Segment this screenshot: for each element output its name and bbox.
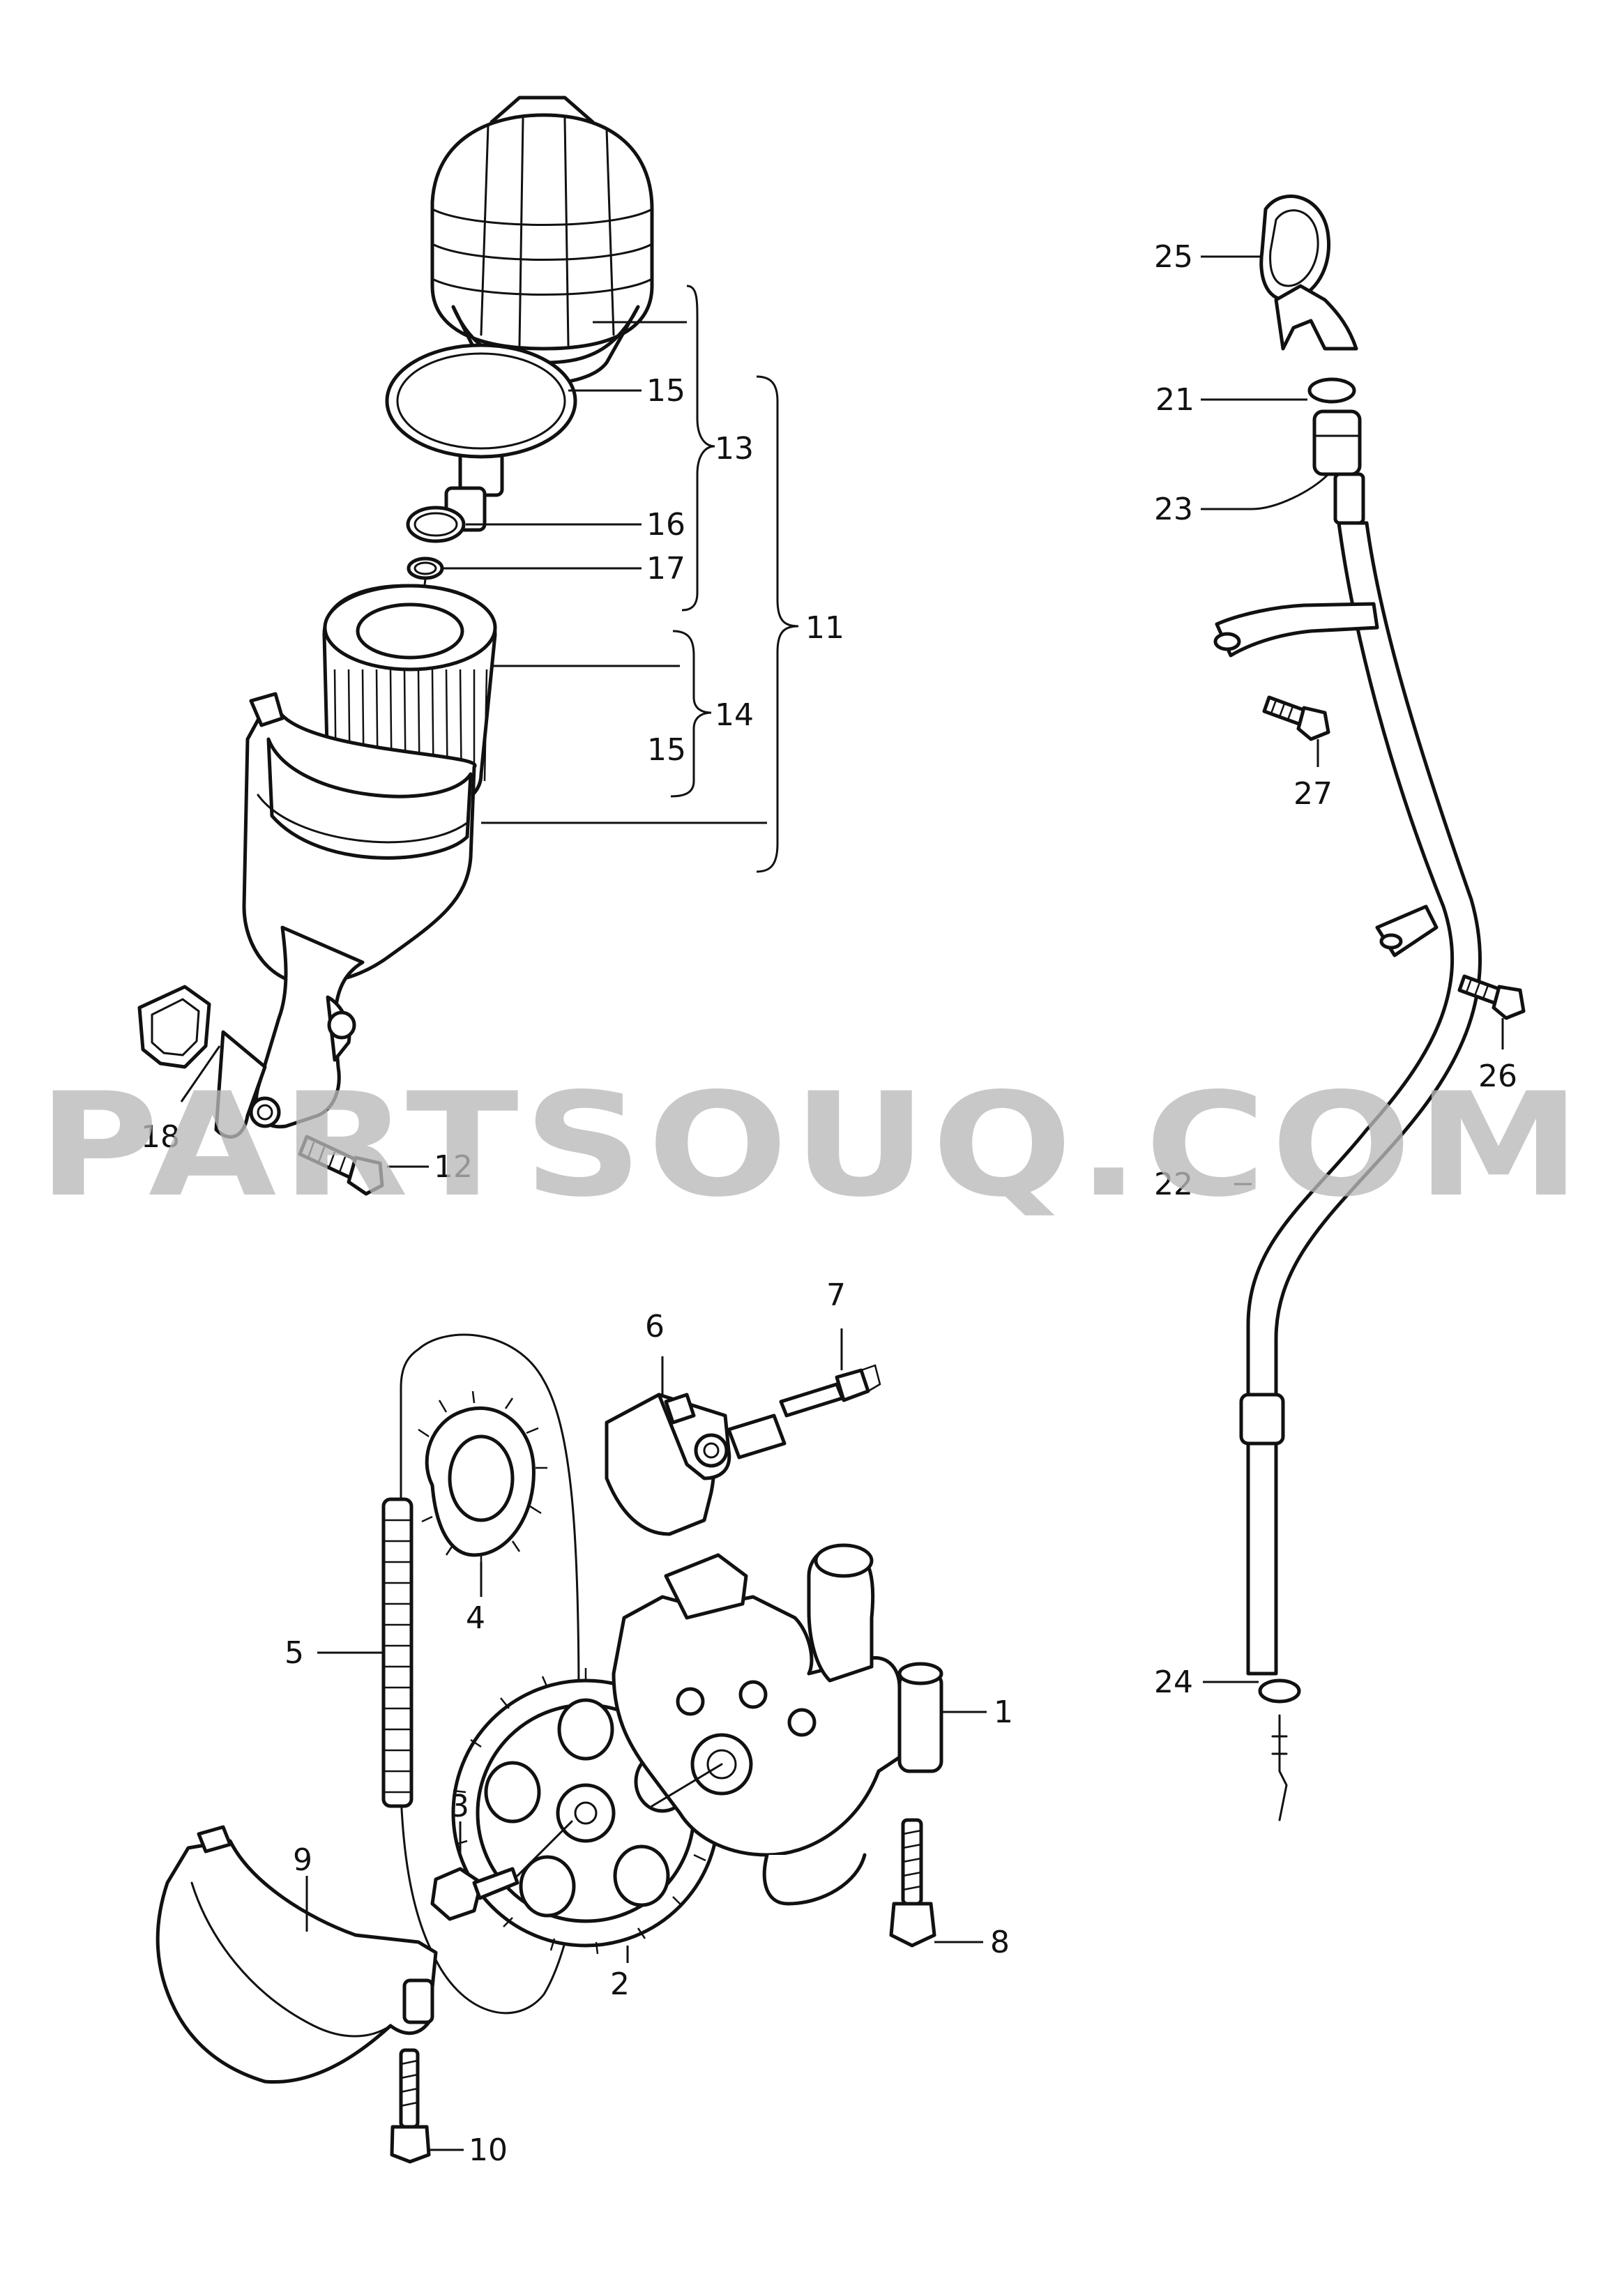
oil-baffle[interactable] (155, 1825, 438, 2084)
bracket-13 (681, 285, 715, 612)
callout-10: 10 (469, 2132, 508, 2168)
dipstick-guide-23[interactable] (1312, 409, 1365, 525)
oil-filter-cover[interactable] (430, 96, 654, 532)
bolt-3[interactable] (430, 1820, 573, 1921)
callout-25: 25 (1154, 239, 1193, 275)
watermark-text: PARTSOUQ.COM (38, 1063, 1586, 1229)
callout-16: 16 (646, 507, 685, 543)
seal-24[interactable] (1258, 1678, 1301, 1704)
bracket-11 (756, 375, 799, 873)
dipstick-tip (1271, 1714, 1288, 1821)
callout-4: 4 (466, 1600, 485, 1636)
callout-15-upper: 15 (646, 373, 685, 409)
dipstick-handle[interactable] (1259, 195, 1358, 351)
callout-6: 6 (645, 1309, 665, 1344)
dipstick-seal-21[interactable] (1307, 377, 1356, 404)
callout-27: 27 (1293, 776, 1333, 812)
dipstick-tube-22[interactable] (1213, 521, 1482, 1676)
bolt-8[interactable] (889, 1818, 936, 1948)
callout-14: 14 (715, 697, 754, 733)
callout-18: 18 (141, 1119, 180, 1155)
callout-3: 3 (450, 1789, 469, 1824)
gasket-18[interactable] (137, 985, 211, 1069)
callout-17: 17 (646, 551, 685, 586)
drive-chain[interactable] (381, 1497, 413, 1808)
bolt-7[interactable] (779, 1364, 881, 1418)
chain-tensioner[interactable] (605, 1393, 787, 1536)
bolt-12[interactable] (298, 1135, 384, 1196)
callout-12: 12 (434, 1149, 473, 1185)
callout-11: 11 (805, 610, 844, 646)
bolt-27[interactable] (1262, 695, 1330, 741)
callout-1: 1 (994, 1695, 1013, 1730)
bracket-14 (670, 630, 712, 798)
callout-15-lower: 15 (647, 732, 686, 768)
callout-13: 13 (715, 431, 754, 467)
callout-24: 24 (1154, 1665, 1193, 1700)
callout-2: 2 (610, 1966, 630, 2002)
callout-26: 26 (1478, 1059, 1517, 1094)
callout-23: 23 (1154, 492, 1193, 527)
bolt-10[interactable] (390, 2048, 431, 2164)
callout-21: 21 (1155, 382, 1194, 418)
callout-8: 8 (990, 1925, 1010, 1960)
sprocket-4[interactable] (418, 1390, 547, 1566)
o-ring-17[interactable] (407, 556, 444, 580)
callout-5: 5 (284, 1635, 304, 1671)
oil-pump[interactable] (612, 1543, 943, 1906)
oil-filter-housing[interactable] (214, 692, 477, 1139)
callout-7: 7 (826, 1278, 846, 1313)
seal-ring-large[interactable] (385, 343, 577, 459)
callout-9: 9 (293, 1842, 312, 1878)
callout-22: 22 (1154, 1167, 1193, 1202)
bolt-26[interactable] (1457, 974, 1526, 1020)
